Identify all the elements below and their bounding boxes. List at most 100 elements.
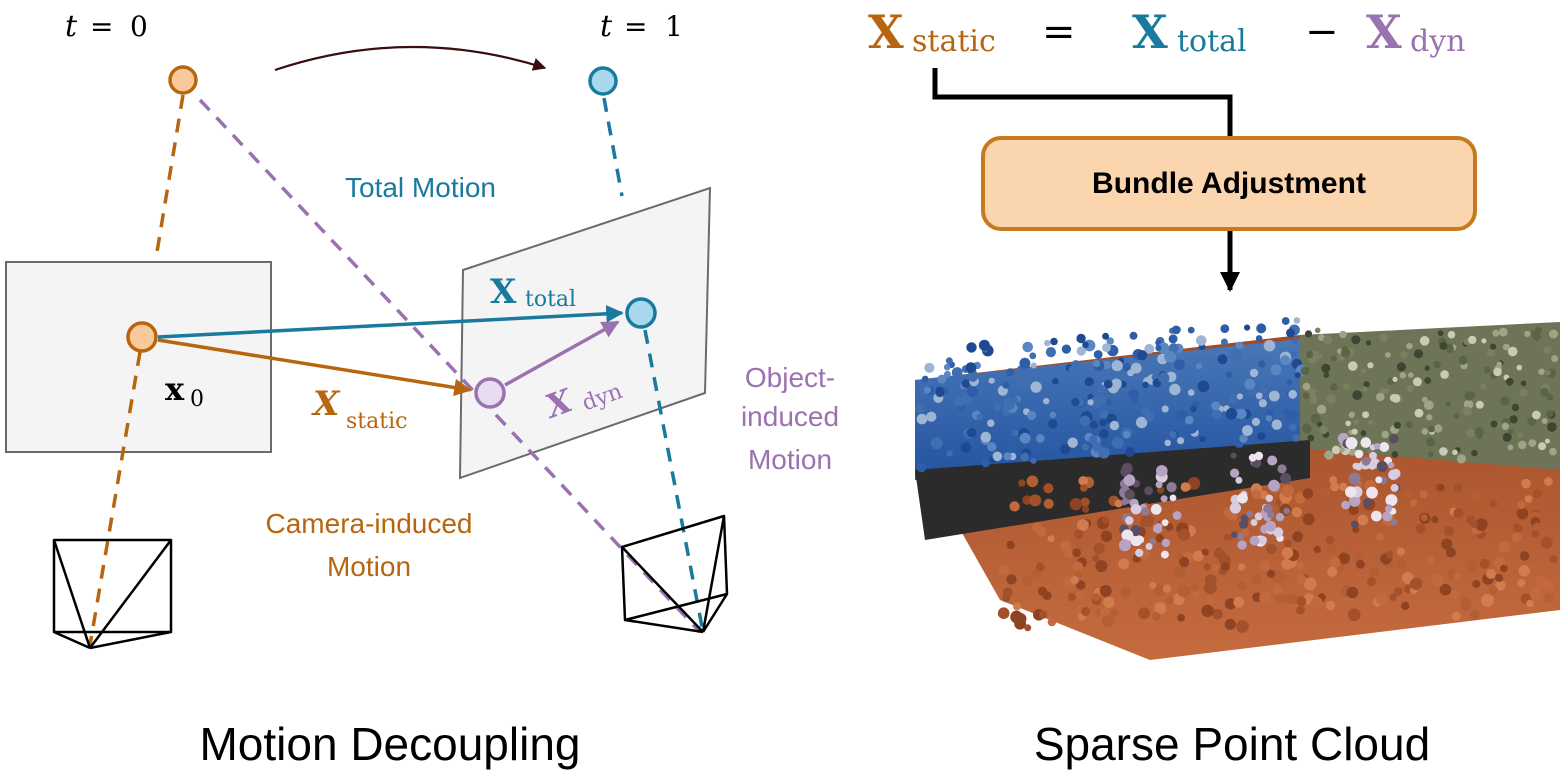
point-cloud-dot xyxy=(1498,541,1511,554)
point-cloud-dot xyxy=(1518,518,1526,526)
point-cloud-dot xyxy=(1221,562,1231,571)
point-cloud-dot xyxy=(1077,519,1089,531)
eq-total-base: X xyxy=(1132,5,1168,59)
point-cloud-dot xyxy=(1283,507,1290,515)
point-cloud-dot xyxy=(1406,385,1414,393)
point-cloud-dot xyxy=(1363,381,1370,388)
point-cloud-dot xyxy=(1396,547,1405,556)
point-cloud-dot xyxy=(1260,387,1268,395)
point-cloud-dot xyxy=(1076,591,1085,600)
eq-dyn-sub: dyn xyxy=(1410,24,1465,59)
point-cloud-dot xyxy=(1353,419,1360,426)
point-cloud-dot xyxy=(1164,439,1171,447)
bundle-adjustment-label: Bundle Adjustment xyxy=(1092,167,1366,200)
point-cloud-dot xyxy=(1544,593,1554,603)
point-cloud-dot xyxy=(1267,511,1275,519)
point-cloud-dot xyxy=(1321,363,1331,373)
point-cloud-dot xyxy=(1020,452,1029,462)
point-cloud-dot xyxy=(1271,419,1283,430)
point-cloud-dot xyxy=(1109,420,1120,431)
point-cloud-dot xyxy=(1295,561,1305,570)
point-cloud-dot xyxy=(1036,526,1047,537)
point-cloud-dot xyxy=(1534,575,1547,588)
point-cloud-dot xyxy=(1203,563,1211,571)
point-cloud-dot xyxy=(1087,399,1094,406)
point-cloud-dot xyxy=(1249,535,1260,546)
point-cloud-dot xyxy=(1043,397,1050,405)
eq-static-sub: static xyxy=(912,24,996,59)
point-cloud-dot xyxy=(915,404,925,413)
point-cloud-dot xyxy=(1157,342,1170,354)
point-cloud-dot xyxy=(1489,500,1498,508)
point-cloud-dot xyxy=(1302,488,1314,499)
point-cloud-dot xyxy=(1388,433,1399,444)
point-cloud-dot xyxy=(1114,499,1123,508)
object-induced-line-3: Motion xyxy=(748,444,832,475)
eq-minus: − xyxy=(1305,9,1339,55)
x0-sub: 0 xyxy=(190,387,204,412)
point-cloud-dot xyxy=(1067,437,1078,448)
point-cloud-dot xyxy=(1155,344,1162,352)
point-cloud-dot xyxy=(1192,550,1204,562)
point-cloud-dot xyxy=(1433,360,1442,369)
point-cloud-dot xyxy=(1551,355,1559,363)
point-cloud-dot xyxy=(1265,494,1274,502)
point-cloud-dot xyxy=(1142,381,1149,389)
point-cloud-dot xyxy=(1409,499,1418,507)
point-cloud-dot xyxy=(1518,565,1530,577)
point-cloud-dot xyxy=(1067,592,1076,602)
point-cloud-dot xyxy=(1471,449,1478,457)
point-cloud-dot xyxy=(1002,587,1013,597)
point-cloud-dot xyxy=(1256,323,1267,334)
point-cloud-dot xyxy=(1307,434,1315,442)
point-cloud-dot xyxy=(1265,415,1273,422)
point-cloud-dot xyxy=(1157,486,1165,494)
point-cloud-dot xyxy=(1093,359,1101,368)
point-cloud-dot xyxy=(1120,586,1131,597)
point-cloud-dot xyxy=(1323,335,1333,345)
point-cloud-dot xyxy=(1150,503,1162,515)
point-cloud-dot xyxy=(1125,516,1134,525)
point-cloud-dot xyxy=(966,427,977,438)
point-cloud-dot xyxy=(1281,547,1294,559)
point-cloud-dot xyxy=(1292,531,1303,543)
point-cloud-dot xyxy=(1022,575,1033,587)
point-cloud-dot xyxy=(1153,523,1163,534)
point-cloud-dot xyxy=(1469,489,1483,502)
point-cloud-dot xyxy=(1252,592,1262,602)
point-cloud-dot xyxy=(1399,372,1407,379)
point-cloud-dot xyxy=(1137,350,1148,361)
dynamic-motion-vector xyxy=(504,320,620,387)
point-cloud-dot xyxy=(1509,415,1518,424)
point-cloud-dot xyxy=(1079,415,1091,427)
point-cloud-dot xyxy=(1540,387,1549,397)
point-cloud-dot xyxy=(1135,416,1148,429)
point-cloud-dot xyxy=(1268,390,1280,402)
point-cloud-dot xyxy=(1080,497,1090,507)
point-cloud-dot xyxy=(1345,486,1357,498)
point-cloud-dot xyxy=(1030,457,1037,464)
point-cloud-dot xyxy=(1266,409,1274,416)
point-cloud-dot xyxy=(1401,601,1410,611)
point-cloud-dot xyxy=(1329,556,1341,568)
point-cloud-dot xyxy=(976,413,984,421)
point-cloud-dot xyxy=(1369,451,1377,460)
point-cloud-dot xyxy=(1068,365,1078,376)
point-cloud-dot xyxy=(1348,411,1355,418)
x-static-base: X xyxy=(311,384,341,424)
point-cloud-dot xyxy=(1319,487,1331,499)
point-cloud-dot xyxy=(1375,476,1383,484)
point-cloud-dot xyxy=(1495,573,1504,582)
point-cloud-dot xyxy=(1244,324,1251,331)
point-cloud-dot xyxy=(1289,604,1297,612)
point-cloud-dot xyxy=(1145,543,1153,550)
point-cloud-dot xyxy=(1099,429,1109,439)
point-cloud-dot xyxy=(1092,442,1102,453)
point-cloud-dot xyxy=(1080,484,1088,492)
point-cloud-dot xyxy=(1158,372,1170,384)
point-cloud-dot xyxy=(1420,534,1428,542)
point-cloud-dot xyxy=(1360,430,1367,437)
point-cloud-dot xyxy=(1291,351,1298,358)
point-cloud-dot xyxy=(988,377,995,384)
